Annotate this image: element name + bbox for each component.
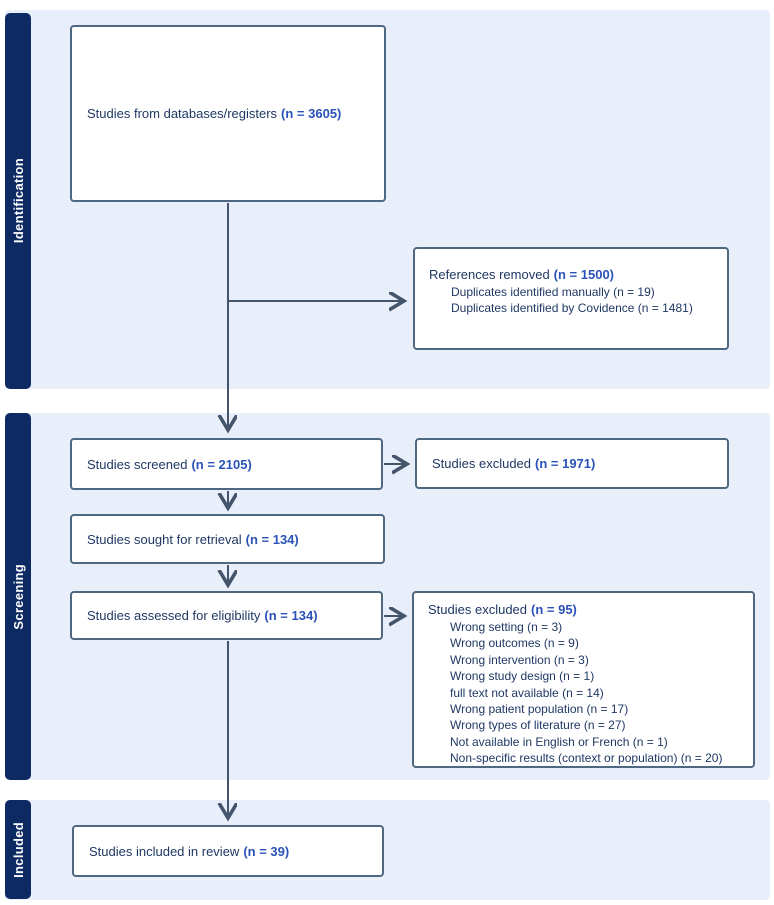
box-label: Studies assessed for eligibility(n = 134… xyxy=(87,608,318,623)
box-label: Studies excluded(n = 1971) xyxy=(432,456,595,471)
box-studies-from-databases: Studies from databases/registers(n = 360… xyxy=(70,25,386,202)
sidebar-identification: Identification xyxy=(5,13,31,389)
sub-item: Wrong intervention (n = 3) xyxy=(450,652,589,667)
box-studies-included: Studies included in review(n = 39) xyxy=(72,825,384,877)
sub-item: Wrong outcomes (n = 9) xyxy=(450,636,579,651)
box-label: Studies from databases/registers(n = 360… xyxy=(87,106,341,121)
references-removed-reasons: Duplicates identified manually (n = 19) D… xyxy=(429,284,719,317)
sidebar-included: Included xyxy=(5,800,31,899)
box-references-removed: References removed(n = 1500) Duplicates … xyxy=(413,247,729,350)
box-label-text: Studies sought for retrieval xyxy=(87,531,242,547)
sub-item: Duplicates identified by Covidence (n = … xyxy=(451,301,693,316)
box-label: Studies included in review(n = 39) xyxy=(89,844,289,859)
box-studies-sought: Studies sought for retrieval(n = 134) xyxy=(70,514,385,564)
sidebar-identification-label: Identification xyxy=(10,158,26,244)
sub-item: Wrong types of literature (n = 27) xyxy=(450,718,626,733)
box-count: (n = 39) xyxy=(243,843,290,859)
sub-item: full text not available (n = 14) xyxy=(450,685,604,700)
sub-item: Duplicates identified manually (n = 19) xyxy=(451,285,655,299)
sub-item: Wrong setting (n = 3) xyxy=(450,620,563,634)
box-studies-excluded-eligibility: Studies excluded(n = 95) Wrong setting (… xyxy=(412,591,755,768)
exclusion-reasons: Wrong setting (n = 3) Wrong outcomes (n =… xyxy=(428,619,745,767)
sidebar-screening: Screening xyxy=(5,413,31,780)
box-count: (n = 134) xyxy=(264,608,318,623)
box-label-text: Studies assessed for eligibility xyxy=(87,608,261,623)
box-label-text: Studies excluded xyxy=(432,456,532,471)
box-count: (n = 3605) xyxy=(281,106,342,121)
box-label-text: Studies included in review xyxy=(89,843,240,859)
box-label-text: Studies excluded xyxy=(428,602,528,617)
box-studies-screened: Studies screened(n = 2105) xyxy=(70,438,383,490)
box-label-text: Studies screened xyxy=(87,456,188,472)
box-studies-assessed: Studies assessed for eligibility(n = 134… xyxy=(70,591,383,640)
box-label: Studies sought for retrieval(n = 134) xyxy=(87,532,299,547)
sub-item: Wrong patient population (n = 17) xyxy=(450,702,629,717)
box-label: Studies excluded(n = 95) xyxy=(428,602,745,617)
box-studies-excluded-screening: Studies excluded(n = 1971) xyxy=(415,438,729,489)
box-count: (n = 1971) xyxy=(535,456,596,471)
box-label-text: Studies from databases/registers xyxy=(87,106,278,121)
sidebar-included-label: Included xyxy=(10,821,26,878)
box-label: References removed(n = 1500) xyxy=(429,267,719,282)
sub-item: Non-specific results (context or populat… xyxy=(450,751,723,766)
sidebar-screening-label: Screening xyxy=(10,563,26,630)
box-label: Studies screened(n = 2105) xyxy=(87,457,252,472)
box-count: (n = 95) xyxy=(531,602,577,617)
box-label-text: References removed xyxy=(429,267,550,282)
box-count: (n = 2105) xyxy=(191,456,252,472)
box-count: (n = 1500) xyxy=(553,267,615,282)
box-count: (n = 134) xyxy=(245,531,299,547)
sub-item: Wrong study design (n = 1) xyxy=(450,669,595,684)
sub-item: Not available in English or French (n = … xyxy=(450,734,668,749)
